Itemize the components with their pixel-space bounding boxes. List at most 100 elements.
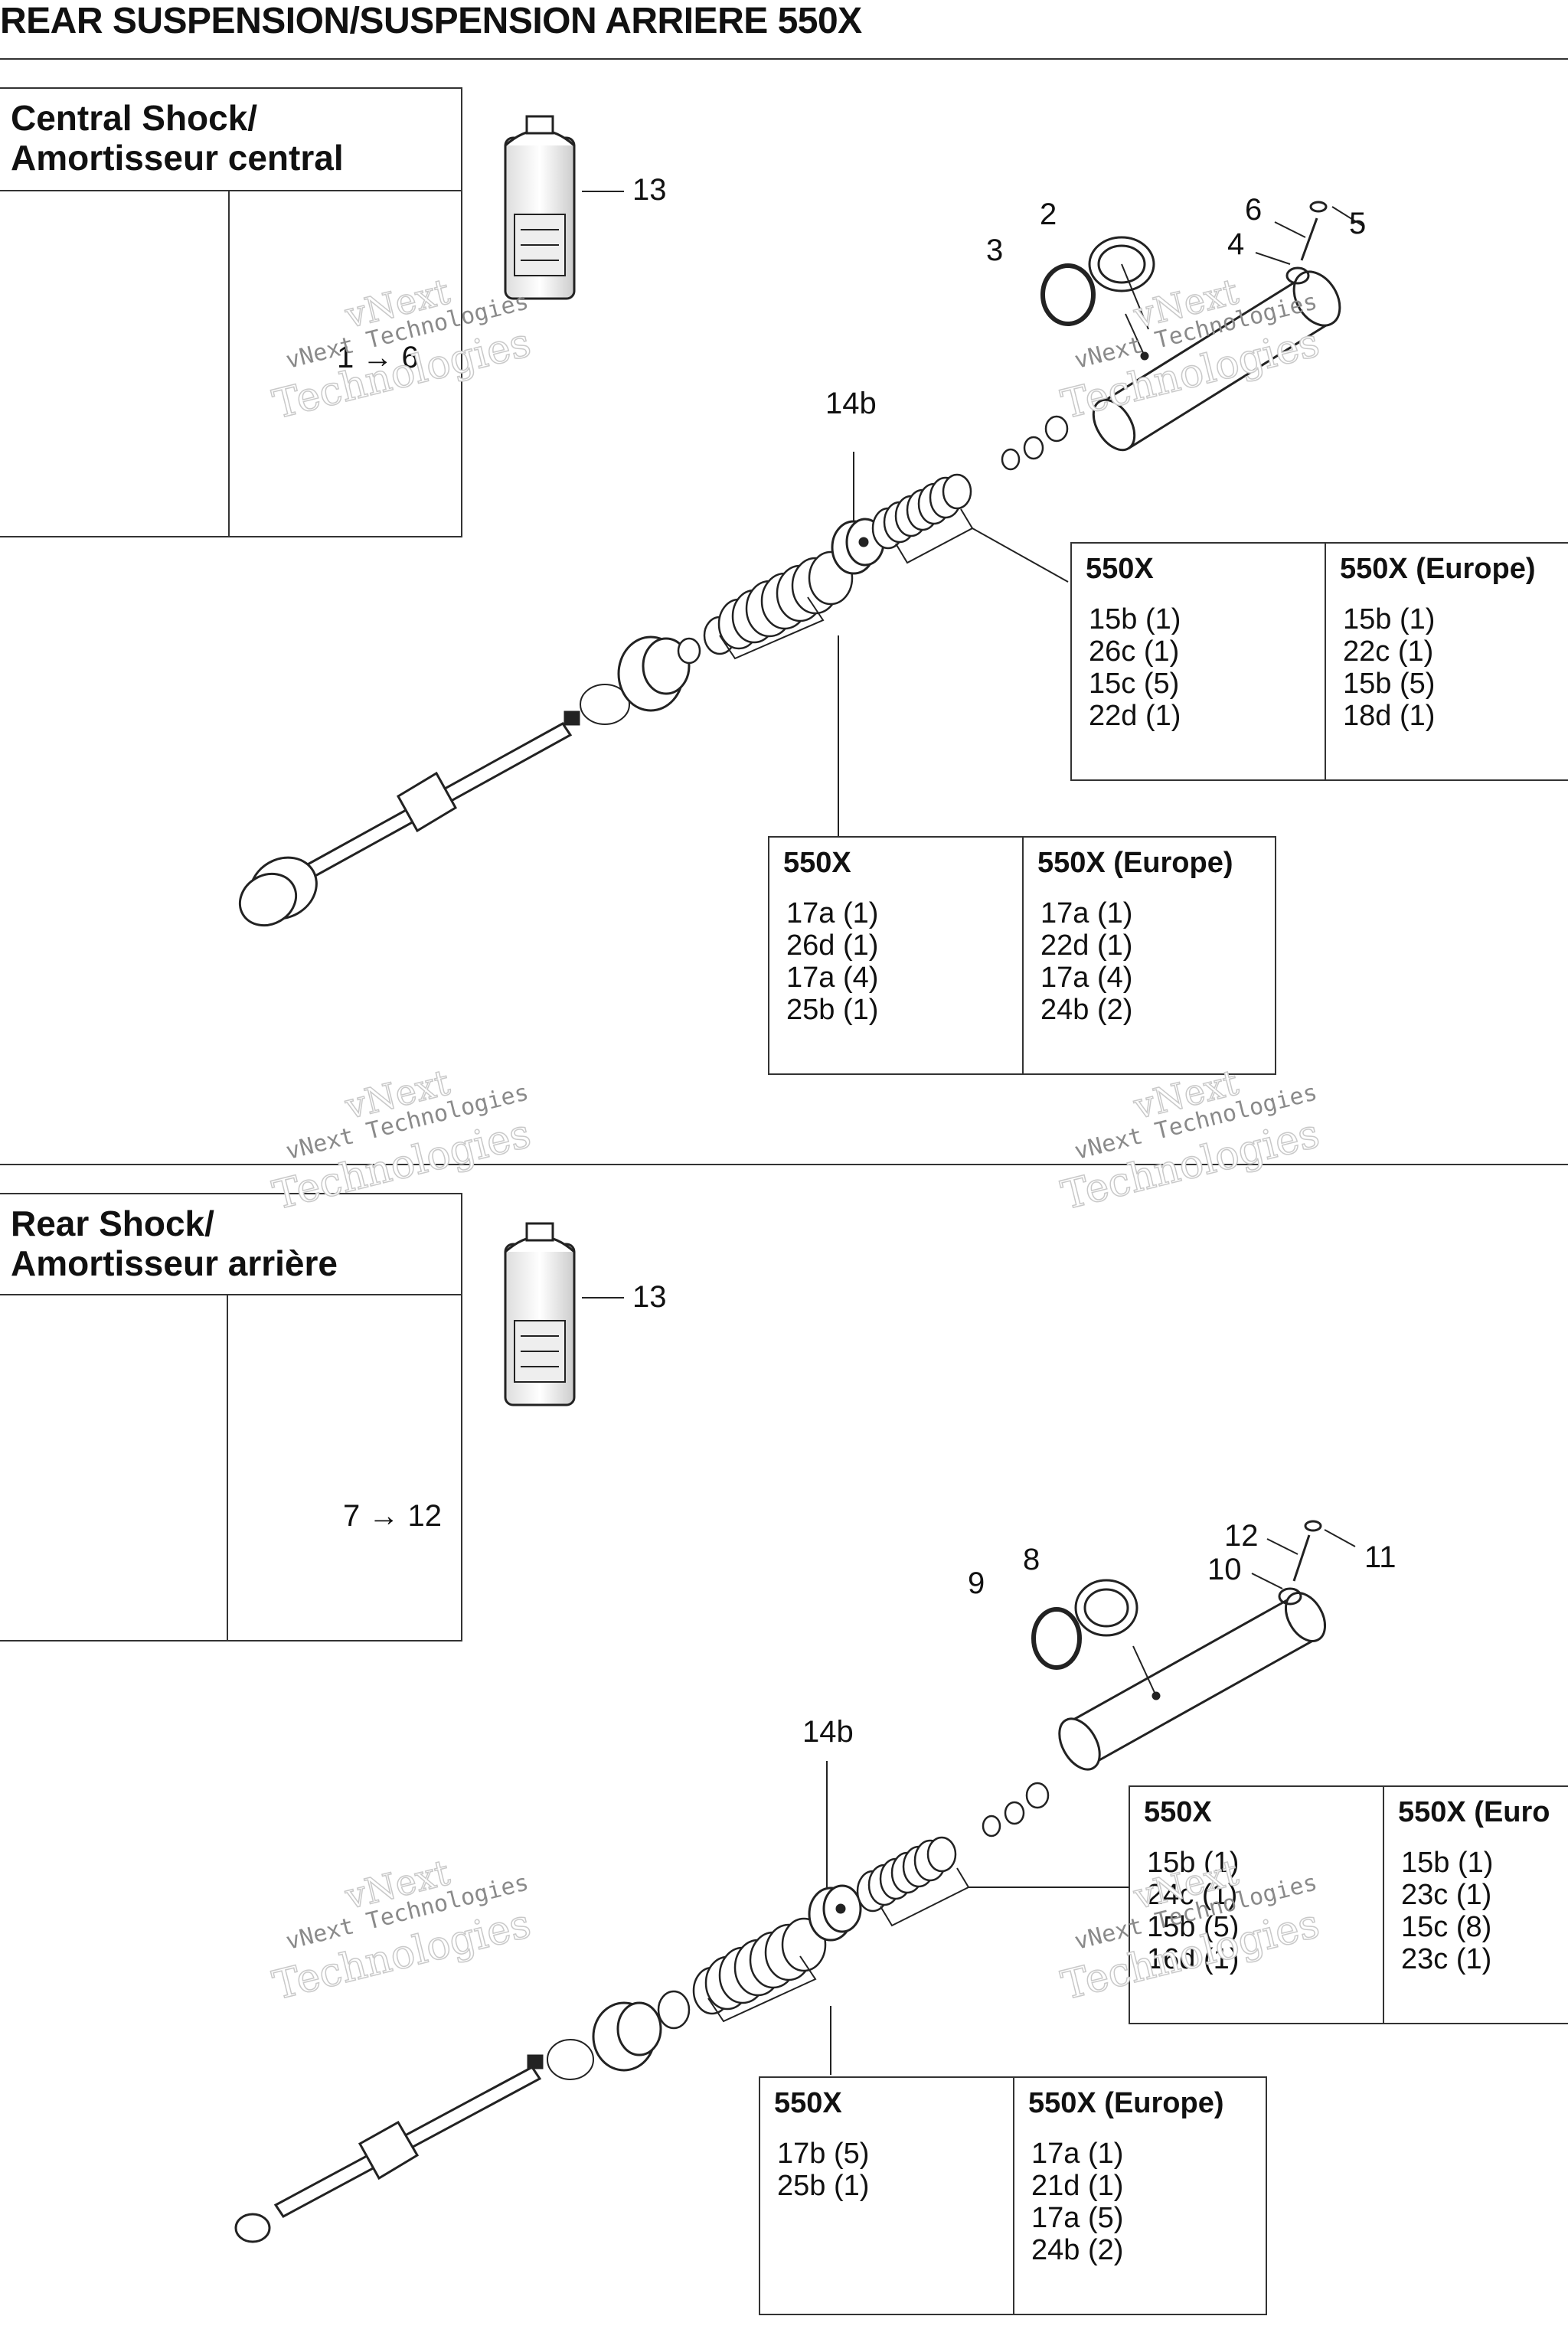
variant-item: 15b (1): [1147, 1847, 1240, 1879]
callout-14b-rear: 14b: [802, 1715, 854, 1749]
rear-shock-body: [1058, 1592, 1327, 1771]
variant-item: 26d (1): [786, 929, 879, 962]
rear-leaders: [707, 1761, 1129, 2075]
rear-piston: [592, 2001, 662, 2072]
rear-inset-title-line1: Rear Shock/: [11, 1204, 214, 1243]
rear-piston-rod: [234, 2054, 544, 2243]
variant-item: 17a (4): [786, 962, 879, 994]
variant-item: 23c (1): [1401, 1943, 1492, 1975]
central-seal-2: [1088, 236, 1155, 330]
variant-col-heading: 550X: [783, 847, 851, 879]
rear-inset-split: [227, 1294, 228, 1640]
central-variant-table-lower: 550X 17a (1) 26d (1) 17a (4) 25b (1) 550…: [768, 836, 1276, 1075]
callout-14b-central: 14b: [825, 387, 877, 420]
central-inset-header: Central Shock/ Amortisseur central: [0, 89, 461, 191]
variant-item: 15b (1): [1401, 1847, 1494, 1879]
callout-8: 8: [1023, 1543, 1040, 1576]
variant-item: 17a (4): [1040, 962, 1133, 994]
rear-oring-9: [1031, 1607, 1082, 1670]
callout-11: 11: [1364, 1540, 1396, 1574]
variant-item: 17b (5): [777, 2138, 870, 2170]
rear-valve: [1251, 1520, 1356, 1606]
variant-item: 15b (5): [1343, 668, 1436, 700]
variant-item: 24c (1): [1147, 1879, 1238, 1911]
variant-item: 15c (8): [1401, 1911, 1492, 1943]
callout-5: 5: [1349, 207, 1367, 240]
central-piston-rod: [238, 710, 580, 927]
variant-item: 15b (5): [1147, 1911, 1240, 1943]
variant-col-550x: 550X 17b (5) 25b (1): [760, 2078, 1013, 2314]
central-variant-table-upper: 550X 15b (1) 26c (1) 15c (5) 22d (1) 550…: [1070, 542, 1568, 781]
rear-inset: Rear Shock/ Amortisseur arrière: [0, 1193, 462, 1642]
central-valve: [1255, 201, 1364, 285]
central-oring-3: [1040, 263, 1096, 326]
variant-col-heading: 550X: [1144, 1796, 1212, 1828]
variant-item: 26c (1): [1089, 635, 1180, 668]
variant-item: 24b (2): [1031, 2234, 1124, 2266]
variant-col-550x-europe: 550X (Europe) 17a (1) 22d (1) 17a (4) 24…: [1022, 838, 1275, 1073]
variant-col-heading: 550X (Euro: [1398, 1796, 1550, 1828]
rear-piston-14b: [808, 1884, 862, 1942]
central-inset-range: 1 → 6: [337, 341, 419, 374]
callout-13-rear: 13: [632, 1280, 667, 1314]
variant-col-550x: 550X 15b (1) 26c (1) 15c (5) 22d (1): [1072, 544, 1325, 779]
variant-col-550x-europe: 550X (Europe) 15b (1) 22c (1) 15b (5) 18…: [1325, 544, 1568, 779]
callout-2: 2: [1040, 198, 1057, 231]
central-inset-split: [228, 190, 230, 536]
rear-fluid-bottle: [504, 1222, 624, 1406]
variant-item: 16d (1): [1147, 1943, 1240, 1975]
variant-col-550x: 550X 17a (1) 26d (1) 17a (4) 25b (1): [769, 838, 1022, 1073]
callout-9: 9: [968, 1566, 985, 1600]
page-title: REAR SUSPENSION/SUSPENSION ARRIERE 550X: [0, 1, 862, 41]
variant-item: 21d (1): [1031, 2170, 1124, 2202]
variant-item: 25b (1): [786, 994, 879, 1026]
central-oring-small: [580, 684, 630, 725]
variant-item: 15b (1): [1343, 603, 1436, 635]
rear-inset-range: 7 → 12: [343, 1499, 442, 1533]
callout-10: 10: [1207, 1553, 1242, 1586]
rear-shim-stack-lower: [657, 1917, 827, 2030]
variant-col-550x-europe: 550X (Euro 15b (1) 23c (1) 15c (8) 23c (…: [1383, 1787, 1568, 2023]
variant-item: 25b (1): [777, 2170, 870, 2202]
callout-12: 12: [1224, 1519, 1259, 1553]
rear-seal-8: [1074, 1579, 1138, 1637]
variant-item: 17a (1): [1040, 897, 1133, 929]
central-fluid-bottle: [504, 115, 624, 300]
variant-col-heading: 550X: [774, 2087, 842, 2119]
title-rule: [0, 58, 1568, 60]
rear-oring-small: [547, 2039, 594, 2080]
rear-shim-stack-upper: [856, 1782, 1050, 1913]
central-leaders: [719, 452, 1069, 838]
rear-variant-table-upper: 550X 15b (1) 24c (1) 15b (5) 16d (1) 550…: [1129, 1785, 1568, 2024]
central-piston: [617, 635, 691, 712]
callout-3: 3: [986, 234, 1004, 267]
variant-item: 15c (5): [1089, 668, 1180, 700]
rear-variant-table-lower: 550X 17b (5) 25b (1) 550X (Europe) 17a (…: [759, 2076, 1267, 2315]
variant-item: 18d (1): [1343, 700, 1436, 732]
variant-item: 17a (5): [1031, 2202, 1124, 2234]
variant-item: 22d (1): [1040, 929, 1133, 962]
central-shim-stack-lower: [677, 550, 854, 665]
variant-item: 17a (1): [1031, 2138, 1124, 2170]
variant-item: 24b (2): [1040, 994, 1133, 1026]
section-divider: [0, 1164, 1568, 1165]
callout-4: 4: [1227, 227, 1245, 261]
rear-inset-title-line2: Amortisseur arrière: [11, 1243, 338, 1283]
central-inset-title-line1: Central Shock/: [11, 98, 258, 138]
central-shim-stack-upper: [871, 415, 1069, 550]
variant-col-heading: 550X: [1086, 553, 1154, 585]
central-inset: Central Shock/ Amortisseur central: [0, 87, 462, 537]
central-shock-body: [1092, 270, 1341, 452]
central-inset-title-line2: Amortisseur central: [11, 138, 344, 178]
variant-item: 22d (1): [1089, 700, 1181, 732]
callout-6: 6: [1245, 193, 1263, 227]
rear-inset-header: Rear Shock/ Amortisseur arrière: [0, 1194, 461, 1295]
variant-col-550x-europe: 550X (Europe) 17a (1) 21d (1) 17a (5) 24…: [1013, 2078, 1266, 2314]
variant-col-heading: 550X (Europe): [1028, 2087, 1224, 2119]
variant-item: 23c (1): [1401, 1879, 1492, 1911]
variant-item: 17a (1): [786, 897, 879, 929]
variant-item: 15b (1): [1089, 603, 1181, 635]
variant-col-heading: 550X (Europe): [1037, 847, 1233, 879]
variant-col-550x: 550X 15b (1) 24c (1) 15b (5) 16d (1): [1130, 1787, 1383, 2023]
